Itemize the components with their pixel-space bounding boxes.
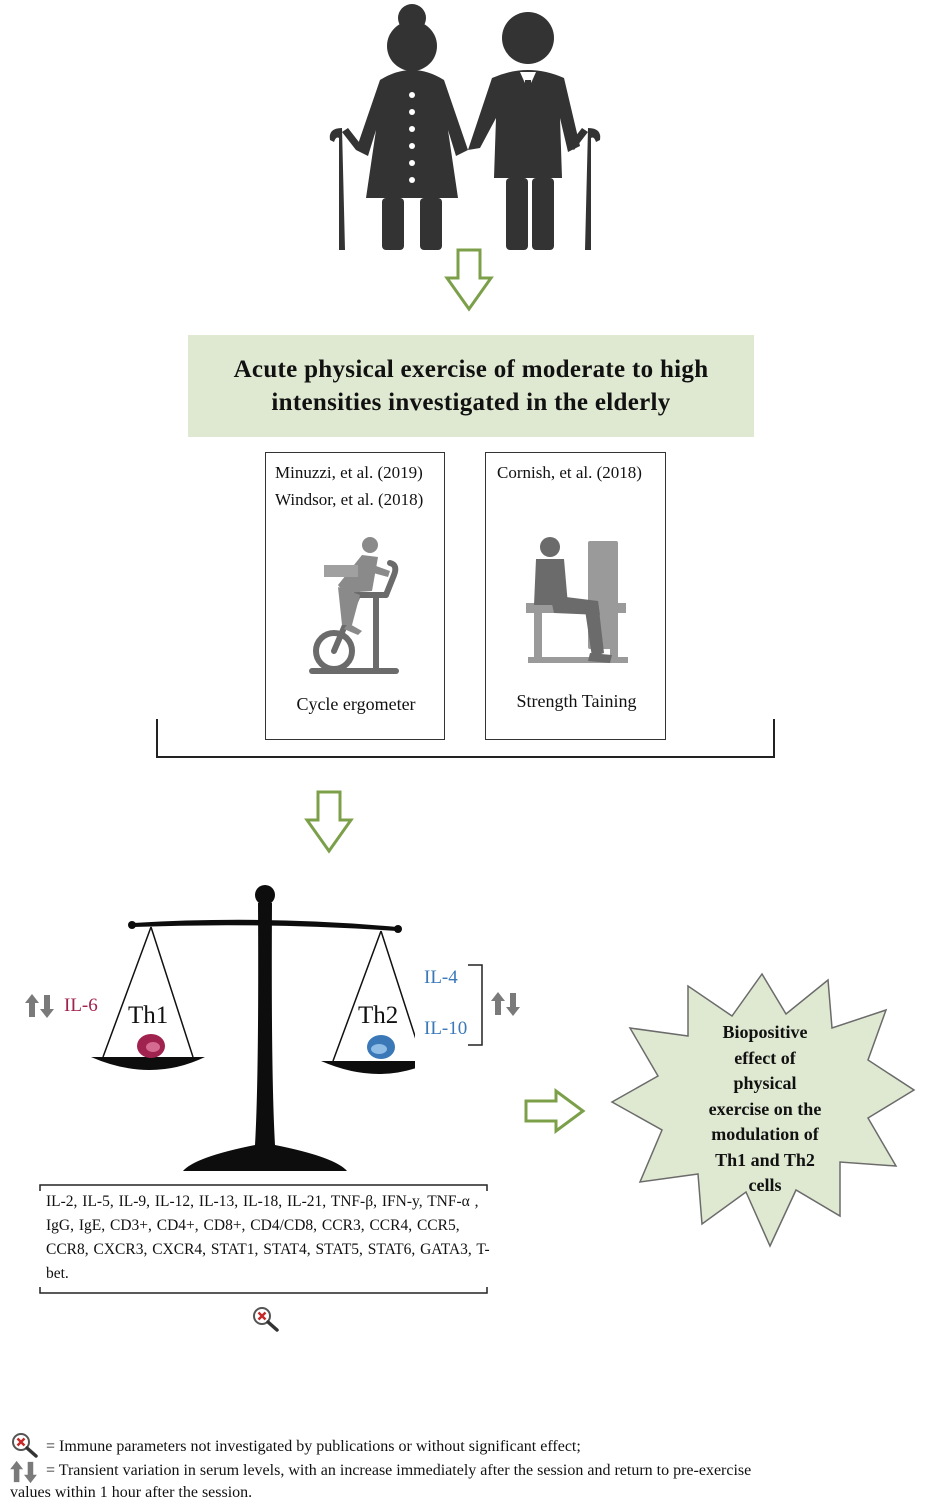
magnifier-x-icon <box>253 1307 279 1332</box>
magnifier-x-icon <box>12 1433 38 1458</box>
legend-updown-text-1: = Transient variation in serum levels, w… <box>46 1462 752 1479</box>
legend-updown-text-2: values within 1 hour after the session. <box>10 1484 253 1501</box>
il-4-label: IL-4 <box>424 967 458 988</box>
outcome-text: Biopositive effect of physical exercise … <box>680 1020 850 1199</box>
title-line-2: intensities investigated in the elderly <box>271 389 671 416</box>
il-6-label: IL-6 <box>64 995 98 1016</box>
th2-label: Th2 <box>358 1002 399 1029</box>
th2-cell-icon <box>367 1035 395 1059</box>
leg-press-icon <box>526 537 628 663</box>
down-arrow-icon <box>444 248 494 312</box>
grouping-bracket <box>156 719 775 758</box>
outcome-line-6: Th1 and Th2 <box>715 1149 815 1170</box>
th1-cell-icon <box>137 1034 165 1058</box>
outcome-line-7: cells <box>748 1175 782 1195</box>
right-arrow-icon <box>524 1088 586 1134</box>
caption-cycle-ergometer: Cycle ergometer <box>296 694 416 714</box>
reference-windsor: Windsor, et al. (2018) <box>275 490 424 509</box>
reference-minuzzi: Minuzzi, et al. (2019) <box>275 463 423 482</box>
up-down-arrows-icon <box>25 994 54 1018</box>
outcome-line-1: Biopositive <box>722 1022 808 1042</box>
caption-strength-training: Strength Taining <box>516 691 637 711</box>
outcome-line-4: exercise on the <box>708 1098 822 1119</box>
outcome-starburst <box>610 972 916 1248</box>
outcome-line-2: effect of <box>734 1047 796 1068</box>
title-box: Acute physical exercise of moderate to h… <box>188 335 754 437</box>
up-down-arrows-icon <box>491 992 520 1016</box>
cycling-icon <box>309 537 399 674</box>
study-card-strength: Cornish, et al. (2018) Strength Taining <box>485 452 666 740</box>
reference-cornish: Cornish, et al. (2018) <box>497 463 642 482</box>
th1-label: Th1 <box>128 1002 169 1029</box>
title-line-1: Acute physical exercise of moderate to h… <box>233 356 709 383</box>
legend-magnifier-text: = Immune parameters not investigated by … <box>46 1438 581 1455</box>
outcome-line-3: physical <box>733 1073 797 1093</box>
balance-scale-icon <box>91 885 415 1171</box>
up-down-arrows-icon <box>10 1460 37 1484</box>
study-card-cycle: Minuzzi, et al. (2019) Windsor, et al. (… <box>265 452 445 740</box>
elderly-couple-icon <box>329 4 601 250</box>
cytokine-bracket <box>468 964 483 1046</box>
down-arrow-icon <box>304 790 354 854</box>
outcome-line-5: modulation of <box>711 1124 819 1144</box>
immune-parameters-list: IL-2, IL-5, IL-9, IL-12, IL-13, IL-18, I… <box>46 1193 490 1282</box>
parameters-bracket <box>39 1184 488 1294</box>
il-10-label: IL-10 <box>424 1018 468 1039</box>
